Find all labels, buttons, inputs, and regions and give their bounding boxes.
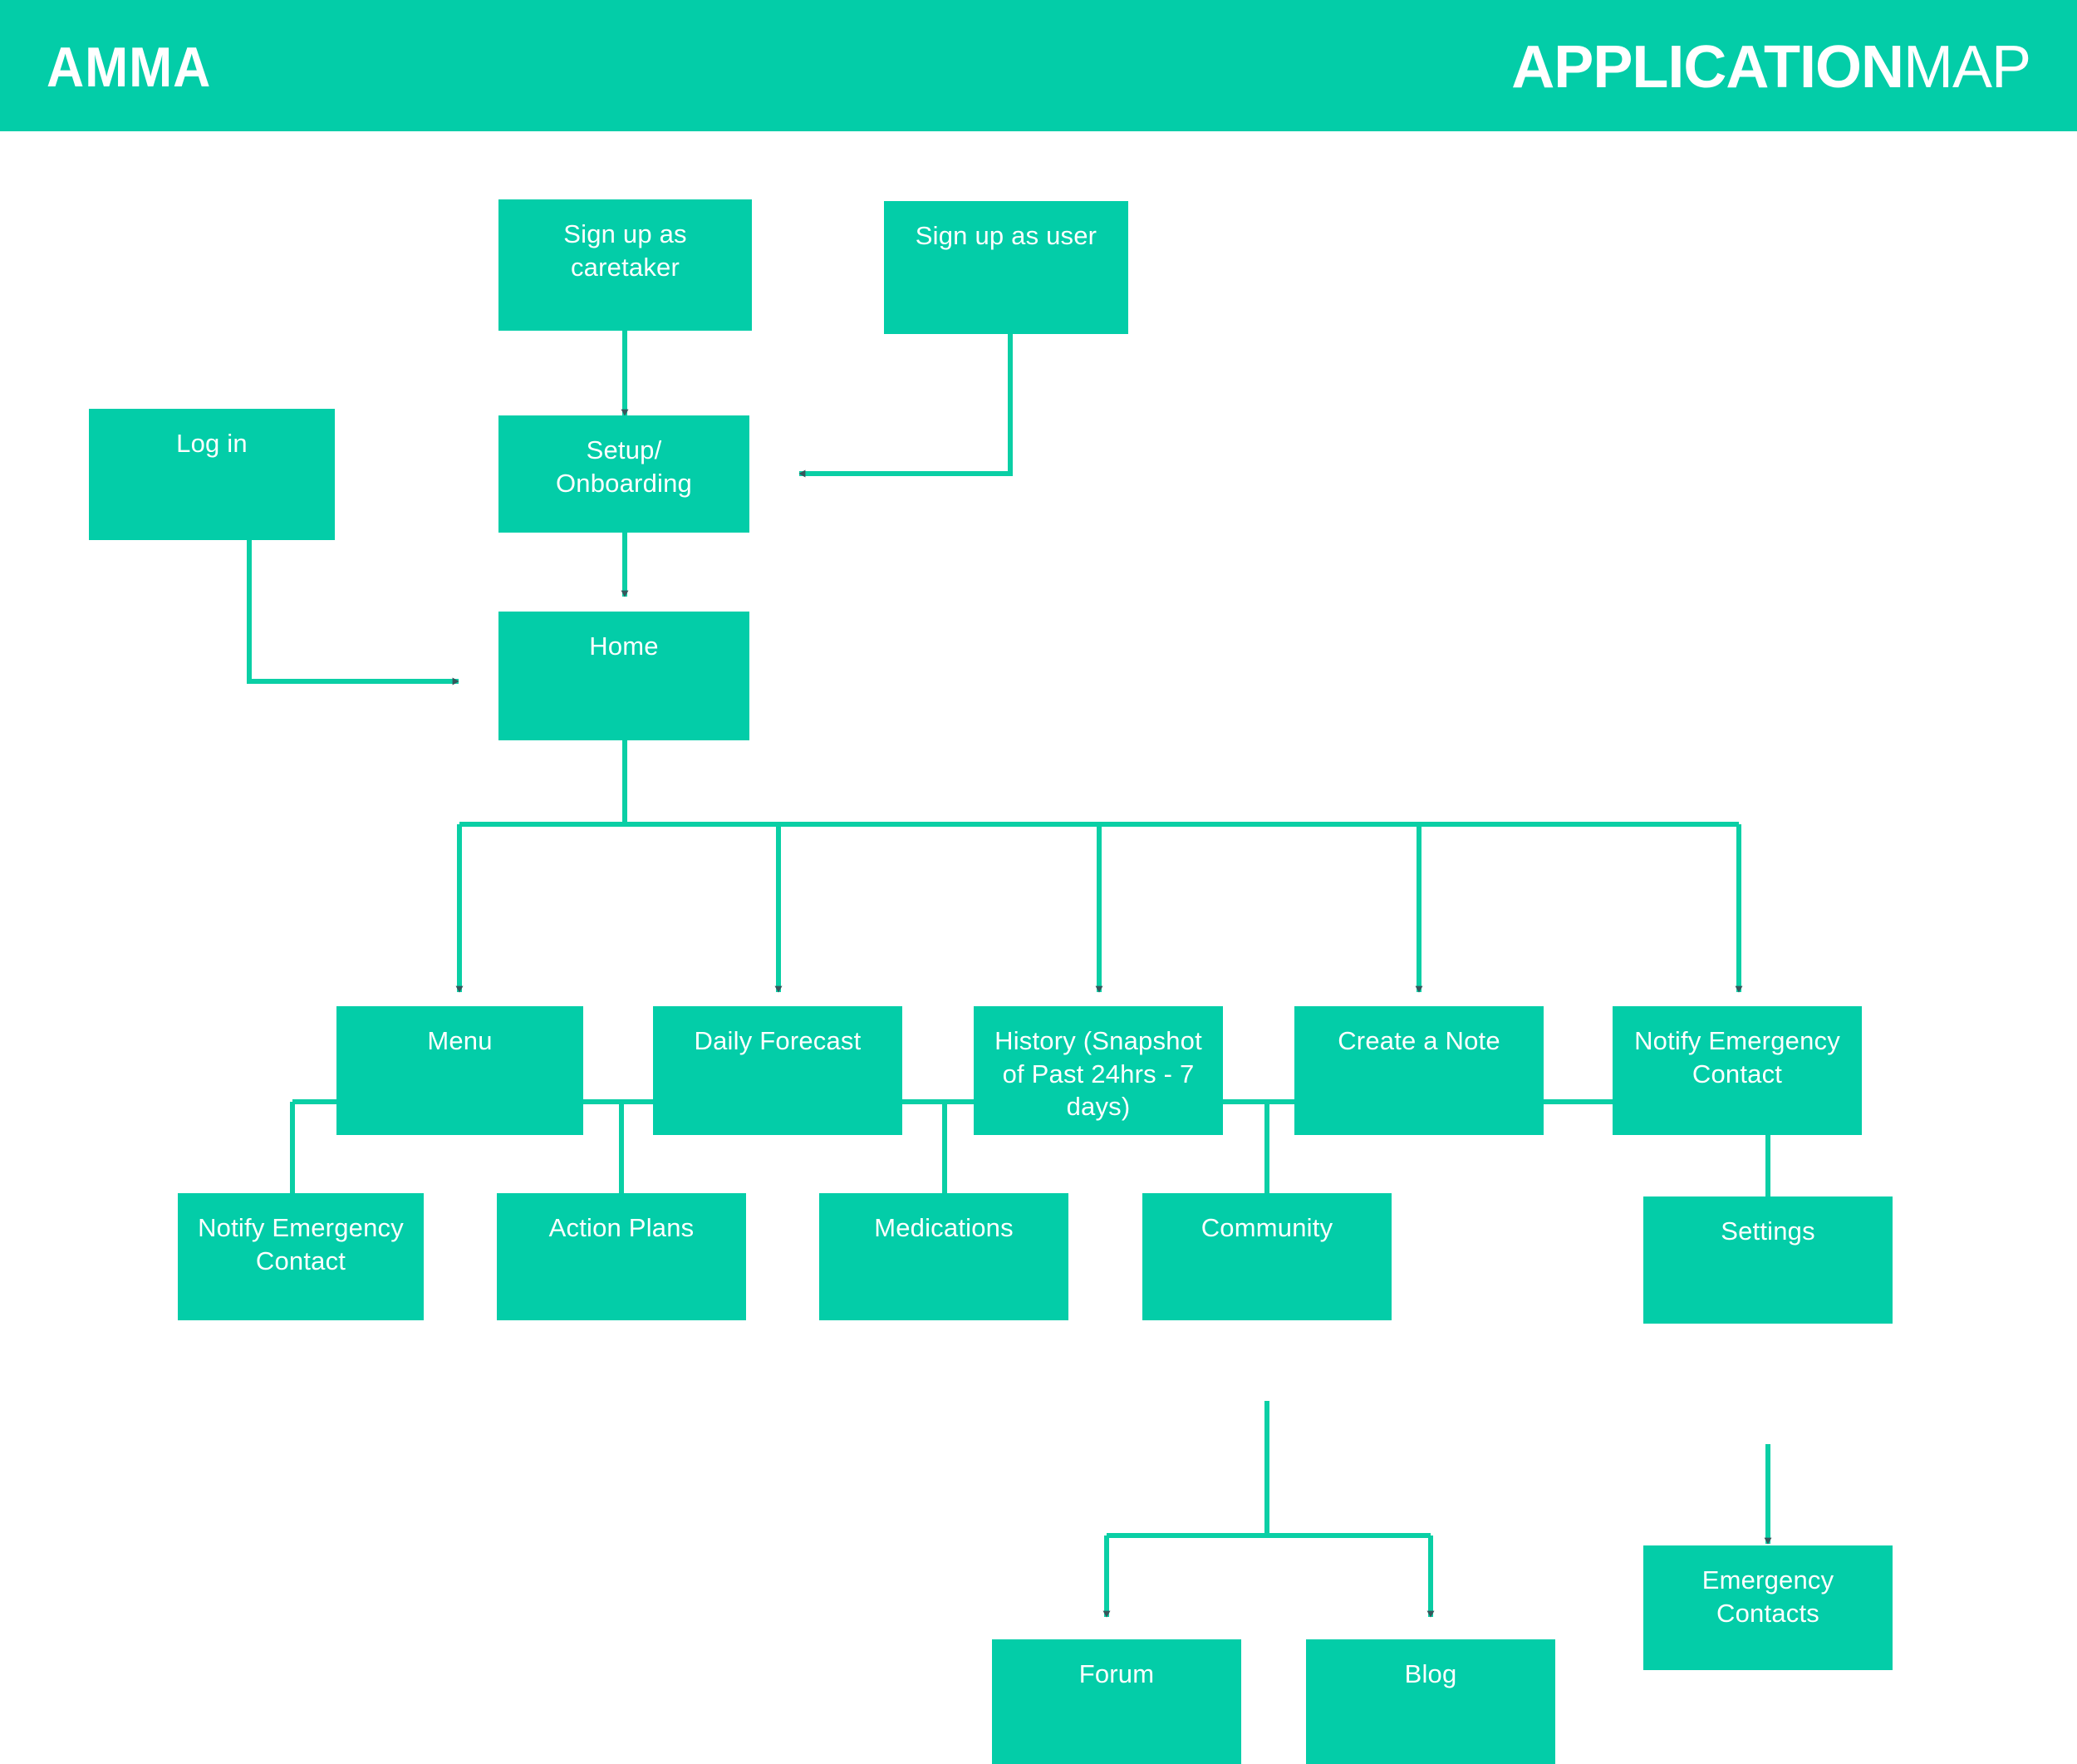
node-settings-label: Settings — [1721, 1216, 1815, 1246]
node-menu-label: Menu — [427, 1026, 493, 1055]
edge-signup-user-to-setup — [818, 334, 1013, 476]
node-log-in[interactable]: Log in — [89, 409, 335, 540]
node-history-line2: of Past 24hrs - 7 — [1002, 1059, 1195, 1088]
edge-login-to-home — [247, 540, 440, 684]
node-create-a-note[interactable]: Create a Note — [1294, 1006, 1544, 1135]
page-title-application: APPLICATION — [1511, 34, 1904, 101]
node-community[interactable]: Community — [1142, 1193, 1392, 1320]
node-setup-onboarding[interactable]: Setup/ Onboarding — [498, 415, 749, 533]
node-daily-forecast[interactable]: Daily Forecast — [653, 1006, 902, 1135]
node-notify-emergency-contact-home[interactable]: Notify Emergency Contact — [1613, 1006, 1862, 1135]
node-medications-label: Medications — [874, 1213, 1014, 1242]
node-history-line3: days) — [1066, 1092, 1131, 1122]
node-notify-emergency-contact-menu-line1: Notify Emergency — [198, 1213, 404, 1242]
node-create-a-note-label: Create a Note — [1338, 1026, 1500, 1055]
node-forum-label: Forum — [1078, 1659, 1155, 1688]
node-medications[interactable]: Medications — [819, 1193, 1068, 1320]
node-history-line1: History (Snapshot — [994, 1026, 1202, 1055]
node-signup-as-user[interactable]: Sign up as user — [884, 201, 1128, 334]
node-notify-emergency-contact-home-line1: Notify Emergency — [1634, 1026, 1840, 1055]
node-signup-as-user-label: Sign up as user — [915, 221, 1097, 250]
page-title-map: MAP — [1903, 34, 2031, 101]
node-history[interactable]: History (Snapshot of Past 24hrs - 7 days… — [974, 1006, 1223, 1135]
node-community-label: Community — [1201, 1213, 1333, 1242]
brand-logo-amma: AMMA — [47, 36, 212, 99]
node-signup-as-caretaker-line1: Sign up as — [563, 219, 687, 248]
node-forum[interactable]: Forum — [992, 1639, 1241, 1764]
node-setup-onboarding-line1: Setup/ — [586, 435, 662, 464]
node-setup-onboarding-line2: Onboarding — [555, 468, 692, 498]
node-log-in-label: Log in — [176, 429, 248, 458]
node-emergency-contacts-line1: Emergency — [1701, 1565, 1834, 1594]
node-notify-emergency-contact-menu-line2: Contact — [255, 1246, 346, 1275]
node-notify-emergency-contact-home-line2: Contact — [1692, 1059, 1783, 1088]
node-emergency-contacts[interactable]: Emergency Contacts — [1643, 1545, 1893, 1670]
node-daily-forecast-label: Daily Forecast — [694, 1026, 862, 1055]
node-notify-emergency-contact-menu[interactable]: Notify Emergency Contact — [178, 1193, 424, 1320]
node-blog-label: Blog — [1404, 1659, 1457, 1688]
diagram-canvas: Sign up as caretaker Sign up as user Log… — [0, 131, 2077, 1764]
node-signup-as-caretaker-line2: caretaker — [570, 252, 680, 282]
connector-layer — [247, 331, 1772, 1618]
node-blog[interactable]: Blog — [1306, 1639, 1555, 1764]
node-home[interactable]: Home — [498, 612, 749, 740]
node-home-label: Home — [589, 631, 659, 661]
node-signup-as-caretaker[interactable]: Sign up as caretaker — [498, 199, 752, 331]
node-action-plans[interactable]: Action Plans — [497, 1193, 746, 1320]
node-emergency-contacts-line2: Contacts — [1716, 1598, 1819, 1628]
node-settings[interactable]: Settings — [1643, 1196, 1893, 1324]
node-menu[interactable]: Menu — [336, 1006, 583, 1135]
node-action-plans-label: Action Plans — [548, 1213, 695, 1242]
